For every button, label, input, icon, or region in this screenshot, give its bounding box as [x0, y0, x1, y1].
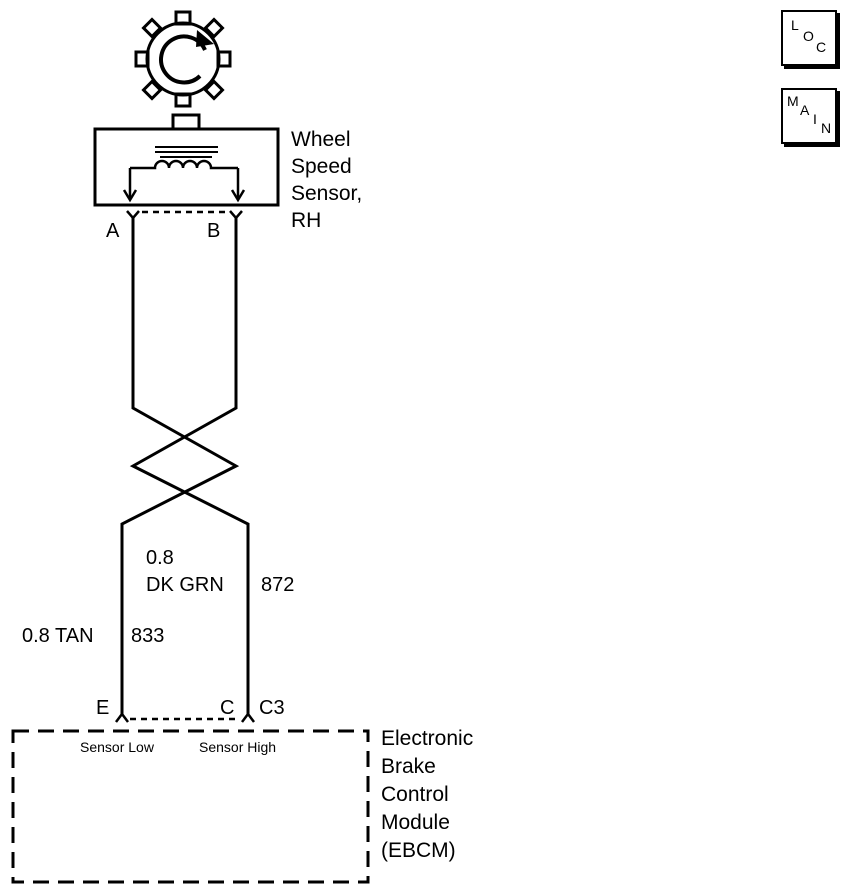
ebcm-module-outline: [11, 729, 370, 884]
pin-e-label: E: [96, 697, 109, 719]
terminal-sensor-low: Sensor Low: [80, 739, 155, 755]
right-wire-gauge: 0.8: [146, 547, 174, 569]
main-letter-m: M: [787, 93, 799, 109]
wheel-speed-sensor-body: [93, 113, 280, 207]
twisted-pair-wires: [120, 218, 250, 716]
module-connector: [115, 711, 255, 723]
right-wire-circuit: 872: [261, 574, 294, 596]
tone-wheel-icon: [134, 10, 232, 108]
loc-button[interactable]: L O C: [781, 10, 837, 66]
sensor-label-line-3: Sensor,: [291, 182, 362, 205]
right-wire-color: DK GRN: [146, 574, 224, 596]
module-label-line-3: Control: [381, 783, 449, 806]
main-button[interactable]: M A I N: [781, 88, 837, 144]
left-wire-gauge-color: 0.8 TAN: [22, 625, 94, 647]
main-letter-i: I: [813, 111, 817, 127]
terminal-sensor-high: Sensor High: [199, 739, 276, 755]
sensor-label-line-4: RH: [291, 209, 321, 232]
main-letter-n: N: [821, 120, 832, 136]
sensor-connector: [126, 210, 243, 220]
connector-c3-label: C3: [259, 697, 285, 719]
loc-letter-l: L: [791, 17, 799, 33]
sensor-label-line-2: Speed: [291, 155, 352, 178]
left-wire-circuit: 833: [131, 625, 164, 647]
pin-c-label: C: [220, 697, 234, 719]
module-label-line-4: Module: [381, 811, 450, 834]
pin-a-label: A: [106, 220, 120, 242]
main-letter-a: A: [800, 102, 810, 118]
pin-b-label: B: [207, 220, 220, 242]
loc-letter-o: O: [803, 28, 814, 44]
loc-letter-c: C: [816, 39, 827, 55]
module-label-line-2: Brake: [381, 755, 436, 778]
module-label-line-5: (EBCM): [381, 839, 456, 862]
module-label-line-1: Electronic: [381, 727, 473, 750]
sensor-label-line-1: Wheel: [291, 128, 351, 151]
